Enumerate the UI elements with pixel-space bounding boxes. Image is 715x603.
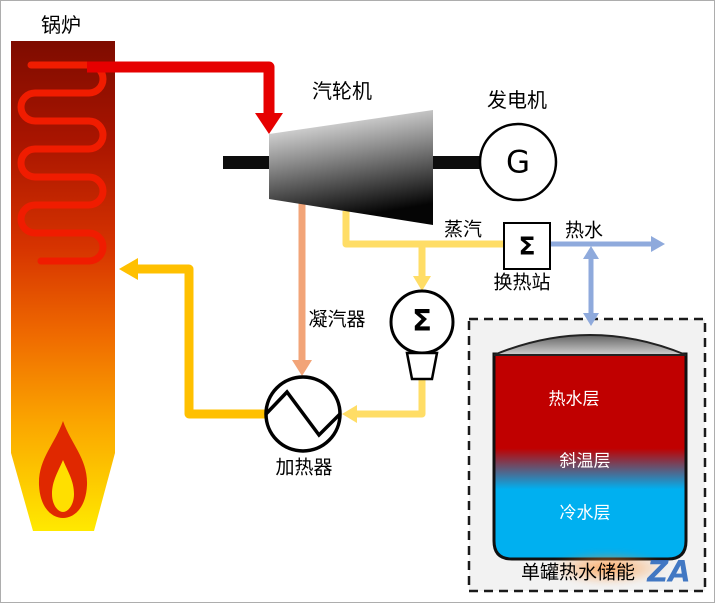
- hot-water-arrow: [651, 236, 665, 252]
- main-steam-arrow: [255, 113, 283, 134]
- feedwater-arrow: [119, 258, 138, 280]
- generator-label: 发电机: [487, 88, 547, 112]
- station-tank-arrow-down: [583, 313, 599, 326]
- condenser-hotwell: [405, 351, 439, 381]
- steam-to-station-pipe: [342, 211, 504, 248]
- condensate-pipe: [357, 378, 426, 418]
- station-symbol: Σ: [518, 231, 536, 261]
- feedwater-pipe: [137, 264, 267, 419]
- hot-water-flow-label: 热水: [564, 219, 604, 242]
- boiler-label: 锅炉: [41, 13, 81, 37]
- turbine-shape: [269, 110, 433, 225]
- hot-water-layer-label: 热水层: [548, 389, 600, 410]
- flame-inner-icon: [52, 460, 74, 512]
- turbine-label: 汽轮机: [312, 79, 372, 103]
- heater-zigzag-icon: [264, 389, 342, 438]
- watermark-blur: [549, 551, 667, 585]
- tank-body: [492, 352, 688, 561]
- boiler-vessel: [11, 41, 115, 531]
- watermark-text: ZA: [647, 554, 691, 589]
- condenser-symbol: Σ: [412, 303, 432, 338]
- steam-flow-label: 蒸汽: [443, 218, 483, 241]
- storage-tank-label: 单罐热水储能: [520, 561, 636, 584]
- tank-dome: [493, 334, 687, 356]
- extraction-arrow: [292, 360, 312, 376]
- cold-water-layer-label: 冷水层: [559, 503, 611, 524]
- main-steam-pipe: [87, 61, 275, 115]
- station-label: 换热站: [493, 271, 551, 294]
- condenser-label: 凝汽器: [308, 308, 366, 331]
- boiler-coil: [17, 61, 107, 265]
- heat-exchange-station-box: [503, 222, 551, 270]
- condensate-arrow: [342, 405, 357, 423]
- generator-circle: [478, 122, 558, 202]
- steam-to-condenser-arrow: [413, 276, 431, 291]
- generator-symbol: G: [505, 144, 531, 181]
- heater-label: 加热器: [275, 456, 333, 479]
- thermocline-layer-label: 斜温层: [559, 451, 611, 472]
- station-tank-arrow-up: [583, 246, 599, 259]
